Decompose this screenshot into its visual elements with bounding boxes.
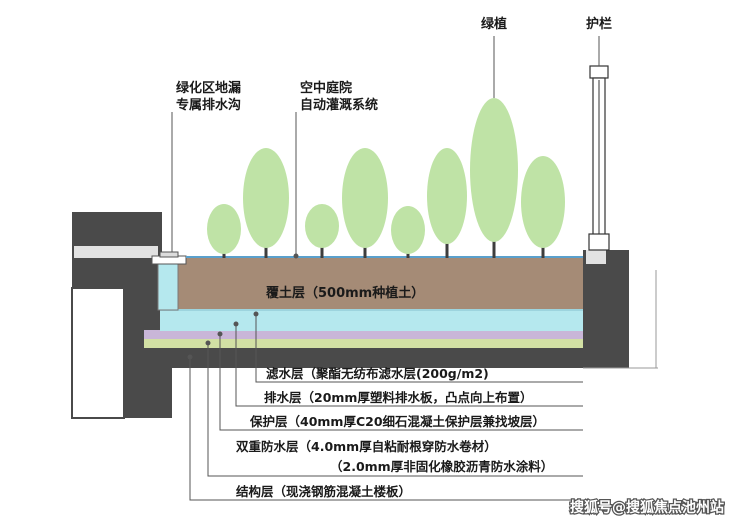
trees (207, 98, 565, 258)
tree (470, 98, 518, 258)
labels: 绿植 护栏 绿化区地漏 专属排水沟 空中庭院 自动灌溉系统 覆土层（500mm种… (176, 16, 612, 499)
drainage-layer-label: 排水层（20mm厚塑料排水板，凸点向上布置） (264, 390, 532, 405)
irrigation-label-1: 空中庭院 (300, 80, 352, 96)
floor-drain-label-2: 专属排水沟 (176, 97, 241, 113)
floor-drain-label-1: 绿化区地漏 (176, 80, 241, 96)
waterproof-layer (144, 338, 583, 348)
guardrail (588, 65, 610, 251)
watermark-text: 搜狐号@搜狐焦点池州站 (570, 499, 724, 516)
green-plants-label: 绿植 (481, 16, 507, 32)
left-ground-hatch (74, 246, 158, 258)
leader-structure (189, 357, 583, 501)
filter-layer-label: 滤水层（聚酯无纺布滤水层(200g/m2) (266, 366, 489, 381)
tree (207, 204, 241, 258)
waterproof-layer-label-1: 双重防水层（4.0mm厚自粘耐根穿防水卷材） (235, 439, 497, 454)
guardrail-label: 护栏 (586, 16, 612, 32)
guardrail-cap (589, 65, 609, 79)
tree (391, 206, 425, 258)
filter-line (160, 308, 583, 311)
guardrail-base (588, 233, 610, 251)
drain-channel-wall (157, 261, 179, 311)
waterproof-layer-label-2: （2.0mm厚非固化橡胶沥青防水涂料） (330, 459, 553, 474)
tree (427, 148, 467, 258)
right-parapet-cap (586, 250, 606, 264)
structure-layer-label: 结构层（现浇钢筋混凝土楼板） (236, 484, 411, 499)
watermark: 搜狐号@搜狐焦点池州站 (569, 498, 726, 518)
tree (342, 148, 388, 258)
structural-slab (124, 346, 591, 368)
soil-layer (178, 258, 583, 309)
drainage-layer (160, 310, 583, 331)
leader-protection (219, 334, 583, 431)
protection-layer-label: 保护层（40mm厚C20细石混凝土保护层兼找坡层） (249, 414, 545, 429)
floor-drain-top (159, 251, 179, 258)
tree (243, 148, 289, 258)
leader-filter (255, 314, 583, 383)
leader-drainage (235, 324, 583, 407)
leader-lines (171, 36, 600, 501)
layer-stack (144, 251, 583, 348)
leader-waterproof (207, 343, 583, 477)
irrigation-label-2: 自动灌溉系统 (300, 97, 378, 113)
protection-layer (144, 330, 583, 339)
tree (305, 204, 339, 258)
soil-layer-label: 覆土层（500mm种植土） (266, 285, 424, 301)
left-room-void (71, 287, 125, 419)
right-parapet (583, 250, 629, 368)
concrete-structure (71, 212, 658, 419)
tree (521, 156, 565, 258)
